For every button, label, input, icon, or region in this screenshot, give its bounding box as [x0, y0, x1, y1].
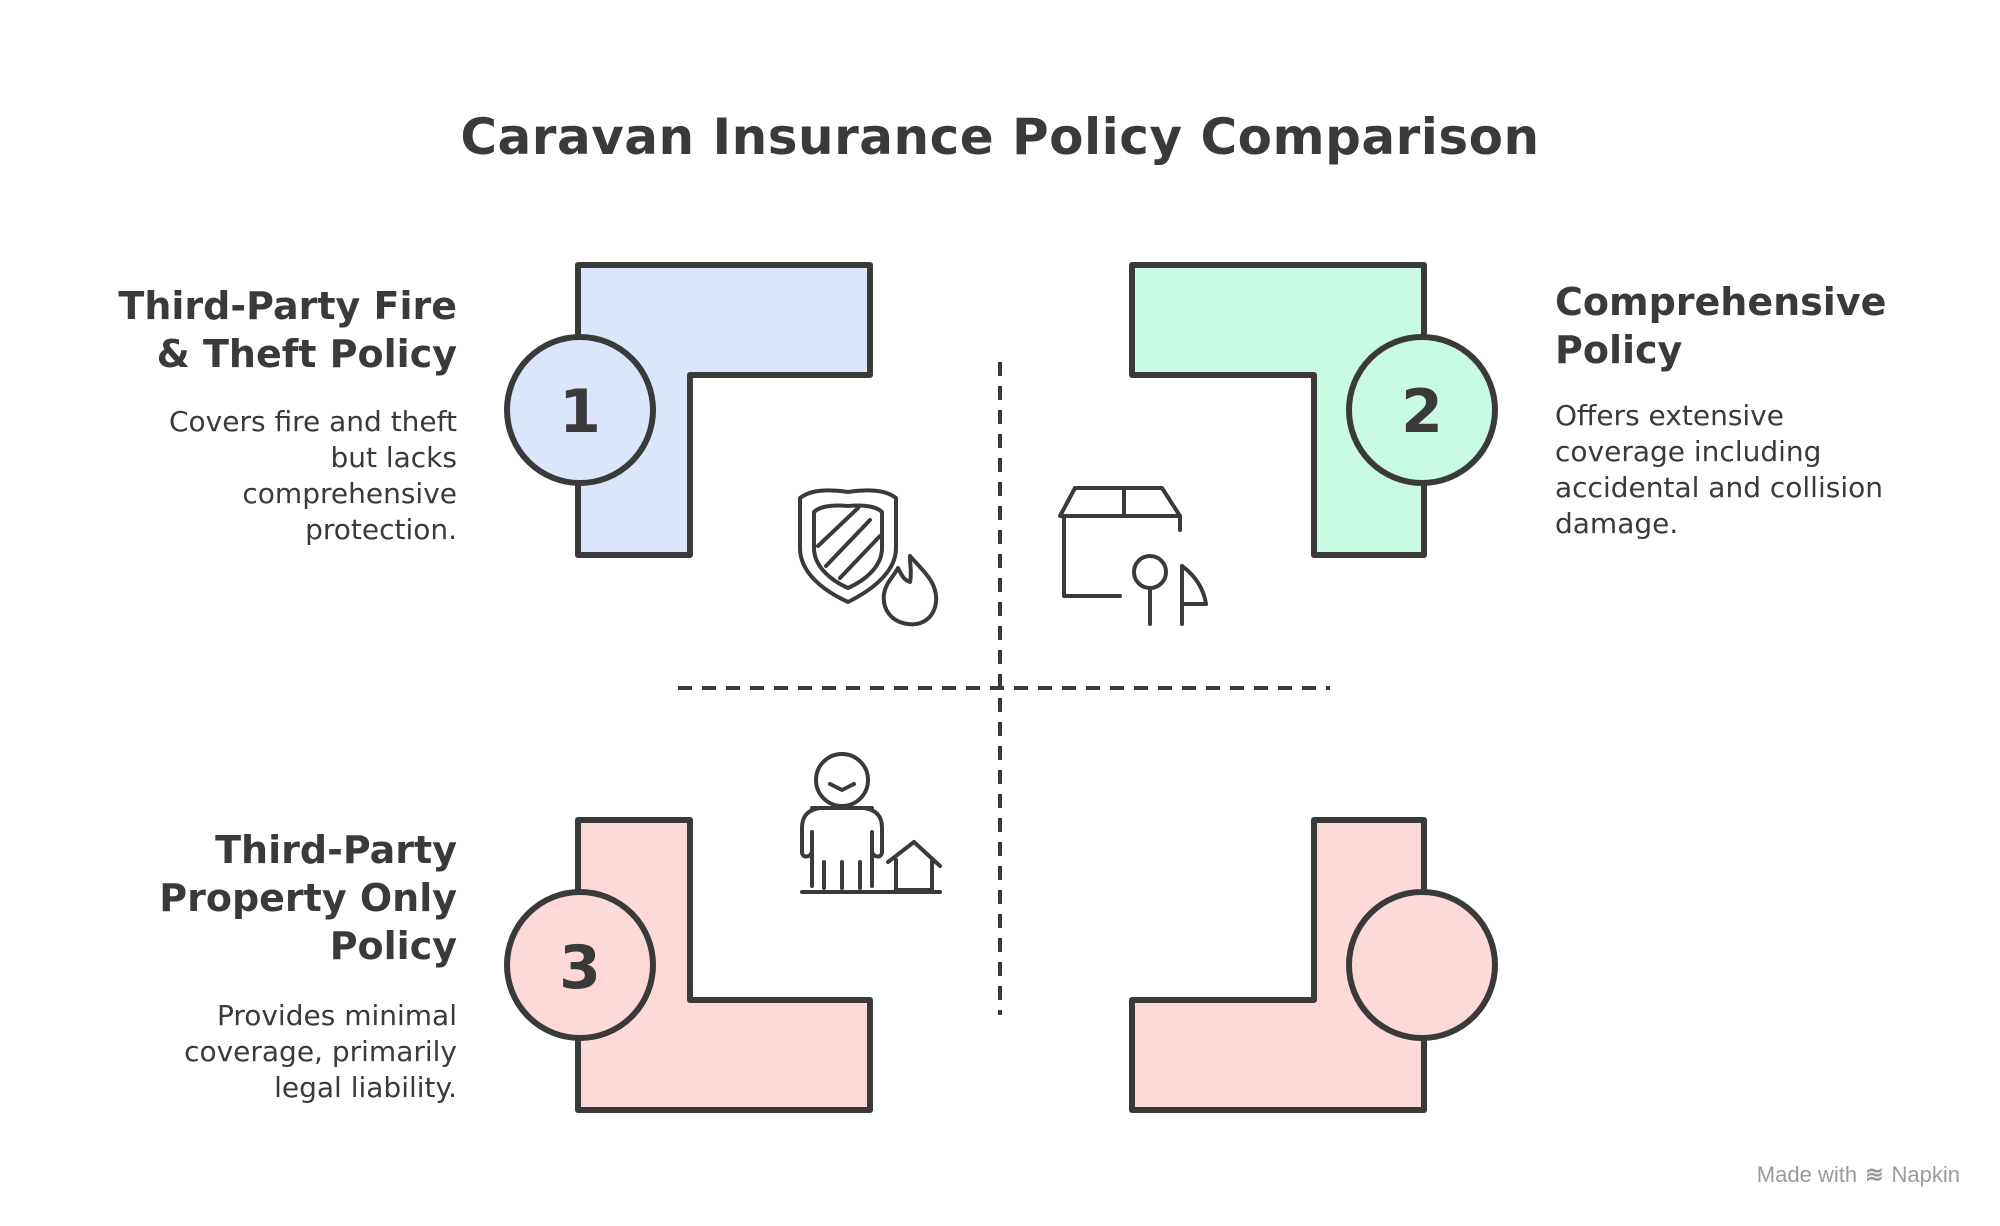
description-line: Provides minimal — [216, 999, 457, 1032]
description-line: comprehensive — [242, 477, 457, 510]
made-with-label: Made with — [1756, 1162, 1858, 1187]
quadrant-4-shape — [1129, 817, 1498, 1113]
heading-line: & Theft Policy — [156, 332, 457, 376]
quadrant-1-shape: 1 — [504, 262, 873, 558]
quadrant-1-heading: Third-Party Fire & Theft Policy — [100, 282, 457, 378]
page-title: Caravan Insurance Policy Comparison — [460, 108, 1540, 166]
quadrant-3-number: 3 — [559, 933, 601, 1003]
quadrant-3-description: Provides minimal coverage, primarily leg… — [100, 998, 457, 1106]
quadrant-3-heading: Third-Party Property Only Policy — [100, 826, 457, 970]
quadrant-2-shape: 2 — [1129, 262, 1498, 558]
heading-line: Third-Party Fire — [118, 284, 457, 328]
napkin-logo-icon: ≋ — [1865, 1162, 1884, 1187]
quadrant-1-description: Covers fire and theft but lacks comprehe… — [100, 404, 457, 548]
description-line: damage. — [1555, 507, 1679, 540]
quadrant-1-number: 1 — [559, 377, 601, 447]
description-line: Covers fire and theft — [168, 405, 457, 438]
quadrant-2-heading: Comprehensive Policy — [1555, 278, 1975, 374]
heading-line: Property Only — [159, 876, 457, 920]
person-house-icon — [800, 752, 942, 894]
brand-label: Napkin — [1891, 1162, 1960, 1187]
heading-line: Third-Party — [215, 828, 457, 872]
description-line: but lacks — [330, 441, 457, 474]
description-line: protection. — [305, 513, 457, 546]
heading-line: Policy — [1555, 328, 1683, 372]
description-line: legal liability. — [274, 1071, 457, 1104]
shield-fire-icon — [798, 488, 939, 627]
description-line: Offers extensive — [1555, 399, 1784, 432]
description-line: coverage including — [1555, 435, 1822, 468]
heading-line: Comprehensive — [1555, 280, 1887, 324]
description-line: accidental and collision — [1555, 471, 1883, 504]
quadrant-3-shape: 3 — [504, 817, 873, 1113]
quadrant-2-description: Offers extensive coverage including acci… — [1555, 398, 1985, 542]
heading-line: Policy — [329, 924, 457, 968]
description-line: coverage, primarily — [184, 1035, 457, 1068]
quadrant-2-number: 2 — [1401, 377, 1443, 447]
footer-attribution[interactable]: Made with ≋ Napkin — [1757, 1162, 1960, 1188]
box-key-icon — [1058, 486, 1208, 626]
